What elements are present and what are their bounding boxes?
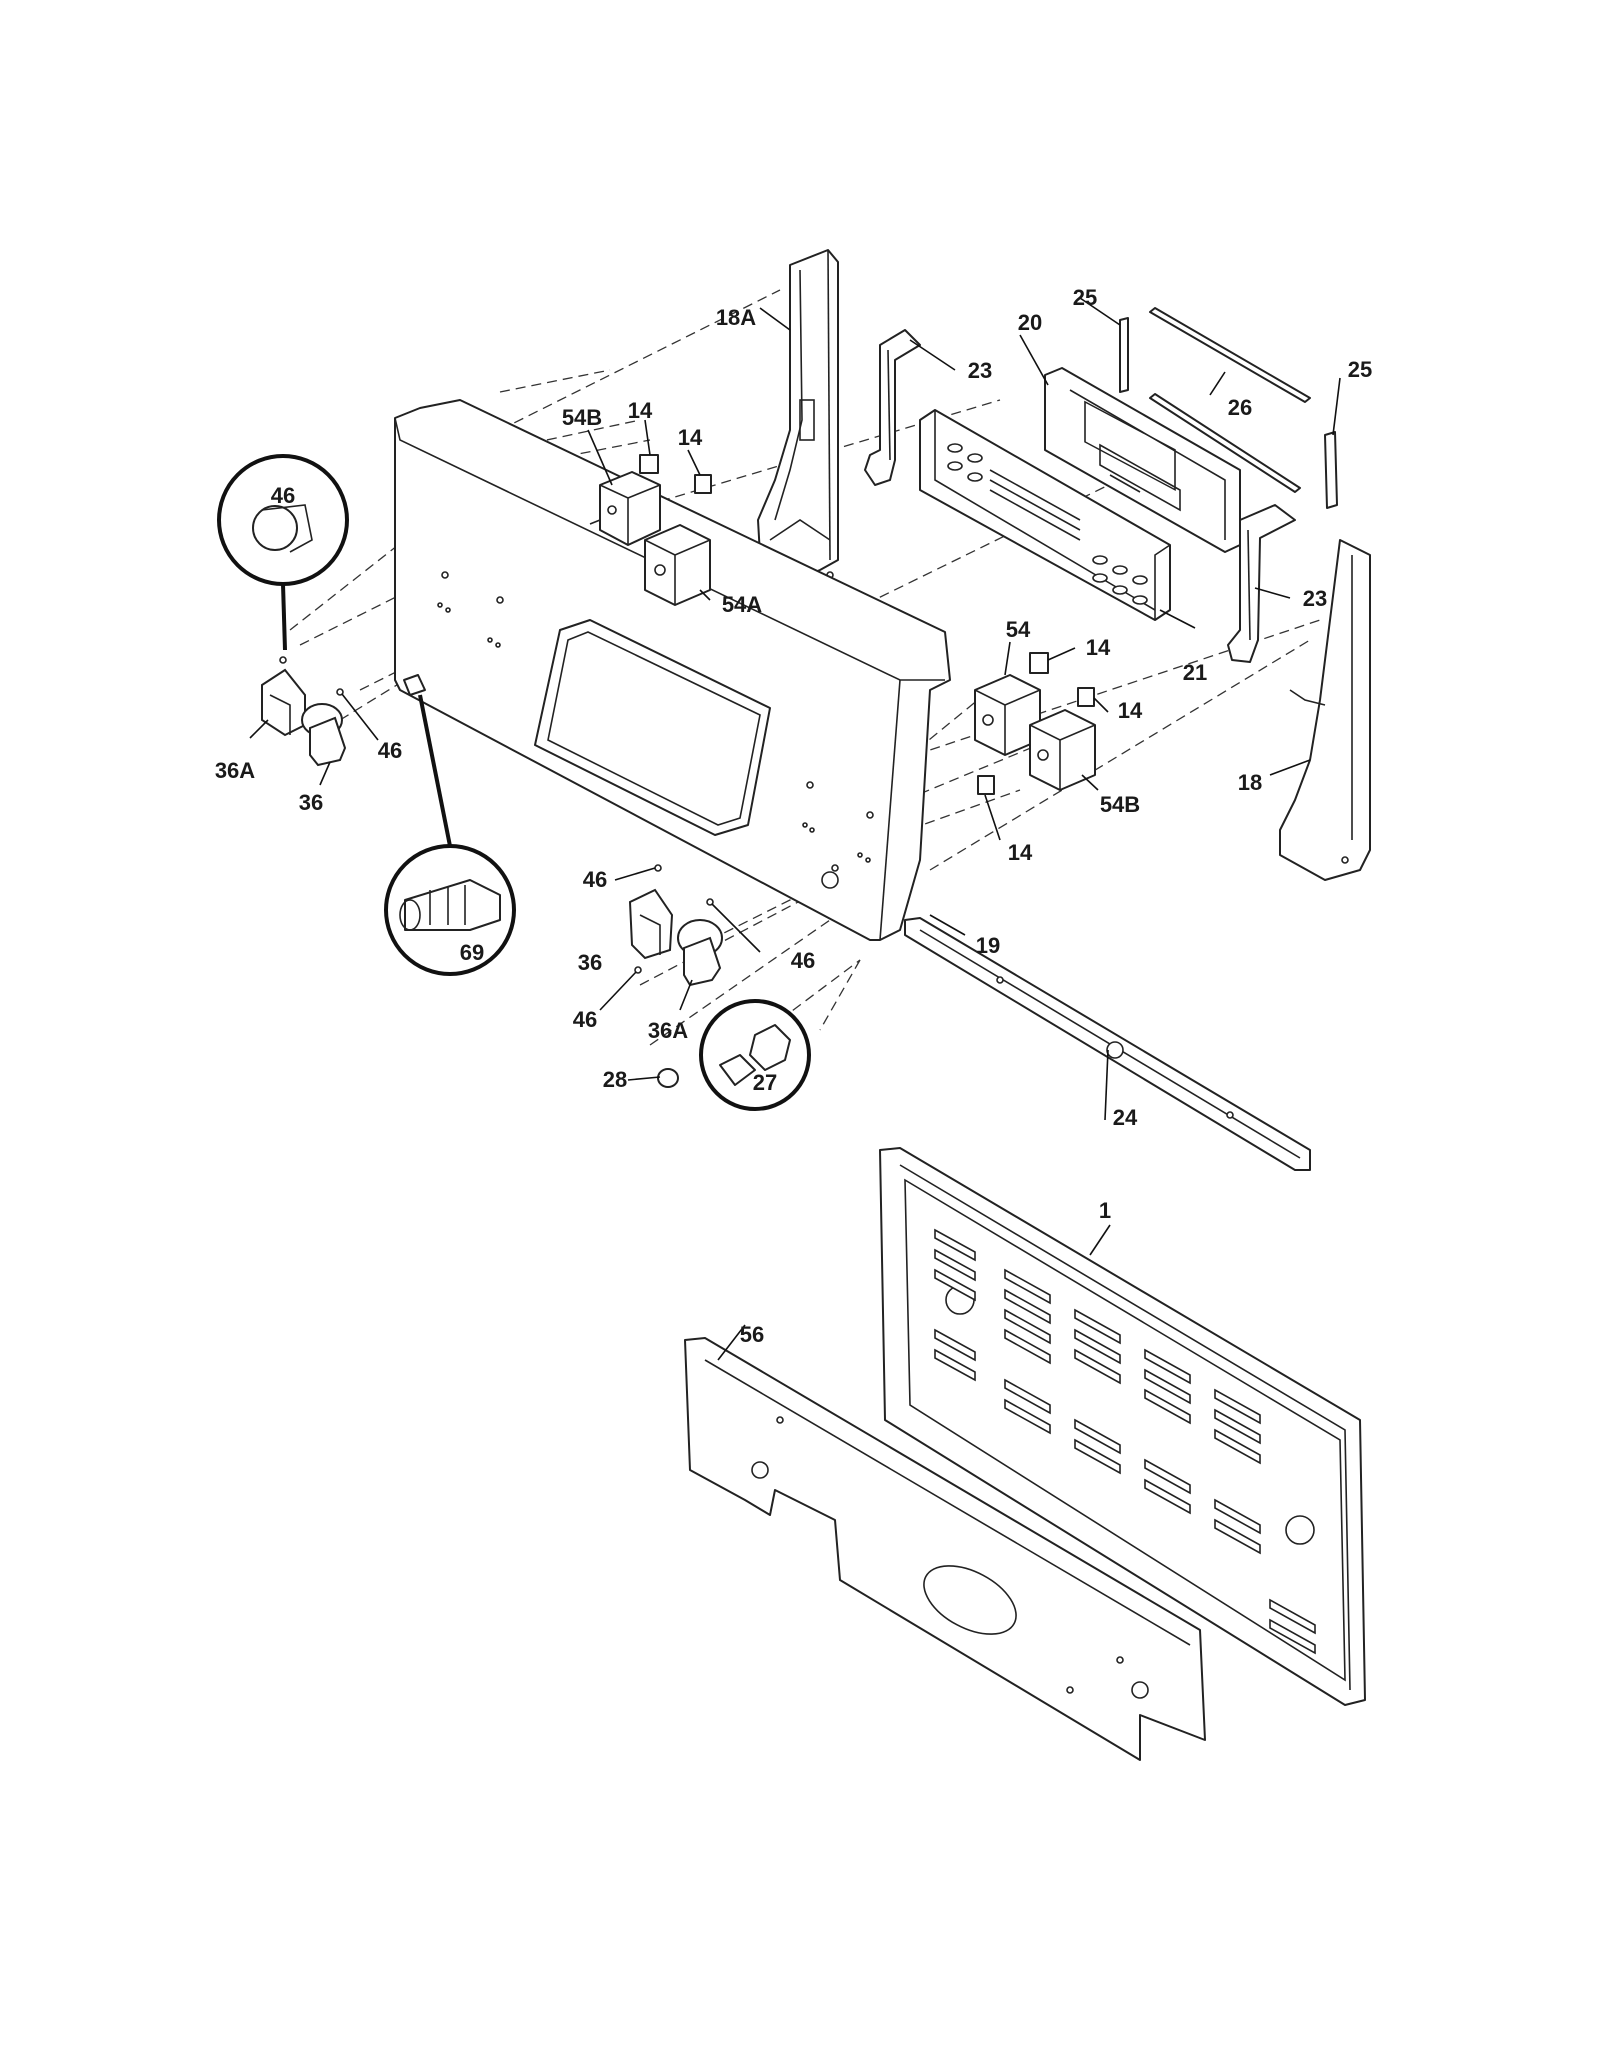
bracket-25-right bbox=[1324, 431, 1338, 509]
terminal-14-b bbox=[694, 474, 712, 494]
callout-25-a: 25 bbox=[1073, 285, 1097, 310]
callout-54B-a: 54B bbox=[562, 405, 602, 430]
callout-28: 28 bbox=[603, 1067, 627, 1092]
callout-46-b: 46 bbox=[378, 738, 402, 763]
callout-69: 69 bbox=[460, 940, 484, 965]
knob-28-small bbox=[657, 1068, 679, 1088]
callout-46-d: 46 bbox=[791, 948, 815, 973]
terminal-14-e bbox=[977, 775, 995, 795]
switch-54A bbox=[644, 524, 711, 606]
callout-20: 20 bbox=[1018, 310, 1042, 335]
callout-46-a: 46 bbox=[271, 483, 295, 508]
callout-54: 54 bbox=[1006, 617, 1031, 642]
callout-18A: 18A bbox=[716, 305, 756, 330]
end-cap-right-23 bbox=[1227, 504, 1296, 663]
screw-46-left-b bbox=[336, 688, 344, 696]
knob-36A-lower bbox=[677, 919, 723, 987]
end-cap-left-23 bbox=[864, 329, 921, 486]
callout-54B-b: 54B bbox=[1100, 792, 1140, 817]
callout-14-c: 14 bbox=[1086, 635, 1111, 660]
callout-27: 27 bbox=[753, 1070, 777, 1095]
back-panel-56 bbox=[684, 1337, 1206, 1761]
callout-56: 56 bbox=[740, 1322, 764, 1347]
bushing-69-small bbox=[403, 674, 426, 696]
detail-circle-46 bbox=[217, 454, 349, 651]
side-trim-right-18 bbox=[1279, 539, 1371, 881]
callout-36A-a: 36A bbox=[215, 758, 255, 783]
vent-slots bbox=[934, 1228, 1316, 1655]
rail-26 bbox=[1149, 307, 1311, 493]
callout-18: 18 bbox=[1238, 770, 1262, 795]
detail-circle-69 bbox=[384, 694, 516, 976]
screw-46-left-a bbox=[279, 656, 287, 664]
callout-14-d: 14 bbox=[1118, 698, 1143, 723]
callout-21: 21 bbox=[1183, 660, 1207, 685]
knob-36-lower bbox=[628, 888, 674, 960]
screw-46-lower-a bbox=[654, 864, 662, 872]
terminal-14-d bbox=[1077, 687, 1095, 707]
knob-36A-left bbox=[261, 668, 306, 737]
display-window bbox=[534, 619, 771, 836]
callout-24: 24 bbox=[1113, 1105, 1138, 1130]
screw-46-lower-c bbox=[634, 966, 642, 974]
display-overlay-21 bbox=[919, 409, 1171, 621]
back-panel-1 bbox=[879, 1147, 1366, 1706]
callout-36-a: 36 bbox=[299, 790, 323, 815]
callout-19: 19 bbox=[976, 933, 1000, 958]
callout-26: 26 bbox=[1228, 395, 1252, 420]
switch-54B-left bbox=[589, 471, 661, 546]
callout-46-c: 46 bbox=[583, 867, 607, 892]
callout-14-a: 14 bbox=[628, 398, 653, 423]
callout-14-b: 14 bbox=[678, 425, 703, 450]
detail-circle-27 bbox=[699, 999, 811, 1111]
side-trim-left-18A bbox=[757, 249, 839, 579]
callout-labels: 1 14 14 14 14 14 18 18A 19 20 21 23 23 2… bbox=[215, 285, 1372, 1347]
knob-36-left bbox=[301, 703, 347, 767]
callout-36A-b: 36A bbox=[648, 1018, 688, 1043]
screw-46-lower-b bbox=[706, 898, 714, 906]
switch-54B-right bbox=[1029, 709, 1096, 791]
callout-46-e: 46 bbox=[573, 1007, 597, 1032]
callout-14-e: 14 bbox=[1008, 840, 1033, 865]
overlay-button-grid bbox=[947, 443, 1148, 605]
callout-36-b: 36 bbox=[578, 950, 602, 975]
callout-54A: 54A bbox=[722, 592, 762, 617]
callout-23-a: 23 bbox=[968, 358, 992, 383]
callout-23-b: 23 bbox=[1303, 586, 1327, 611]
bracket-25-left bbox=[1119, 317, 1129, 393]
terminal-14-a bbox=[639, 454, 659, 474]
callout-25-b: 25 bbox=[1348, 357, 1372, 382]
callout-1: 1 bbox=[1099, 1198, 1111, 1223]
panel-mount-holes bbox=[437, 602, 871, 863]
leader-lines bbox=[249, 297, 1341, 1361]
terminal-14-c bbox=[1029, 652, 1049, 674]
rail-24 bbox=[904, 917, 1311, 1171]
